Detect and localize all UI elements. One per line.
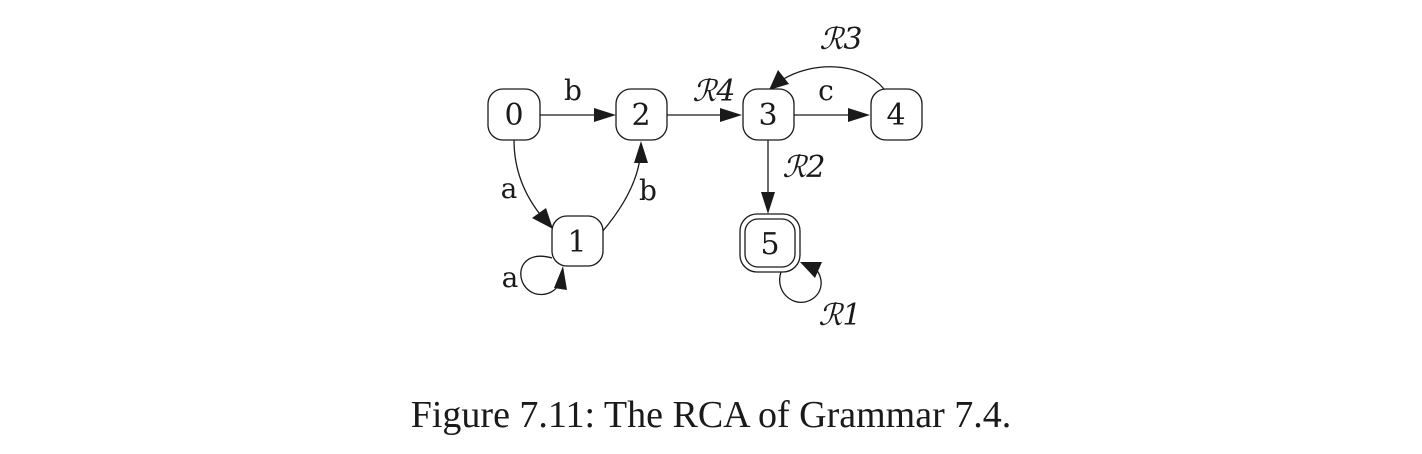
edge-2-3	[667, 108, 742, 122]
state-3: 3	[742, 88, 795, 141]
edge-label-1-1: a	[502, 261, 519, 294]
edge-label-2-3: ℛ4	[692, 74, 735, 109]
figure-caption: Figure 7.11: The RCA of Grammar 7.4.	[410, 394, 1012, 436]
edge-1-1-loop	[520, 255, 567, 296]
edge-label-3-4: c	[818, 74, 834, 107]
state-2: 2	[615, 88, 668, 141]
edge-label-3-5: ℛ2	[782, 150, 825, 185]
edge-label-1-2: b	[639, 174, 657, 207]
state-1: 1	[551, 215, 604, 267]
state-0-label: 0	[504, 98, 523, 133]
edge-1-2	[601, 141, 648, 233]
state-0: 0	[487, 88, 541, 141]
edge-5-5-loop	[779, 262, 822, 303]
state-5-label: 5	[760, 227, 779, 262]
edge-label-0-1: a	[501, 172, 518, 205]
state-1-label: 1	[567, 225, 586, 260]
edge-label-0-2: b	[564, 74, 582, 107]
state-3-label: 3	[758, 98, 777, 133]
edge-4-3	[769, 66, 885, 90]
state-4: 4	[870, 88, 923, 141]
edge-3-5	[761, 140, 775, 214]
edge-label-5-5: ℛ1	[818, 298, 861, 333]
state-5-accepting: 5	[739, 213, 801, 273]
edge-3-4	[794, 108, 870, 122]
edge-0-2	[540, 108, 616, 122]
edge-0-1	[513, 139, 553, 229]
edge-label-4-3: ℛ3	[819, 22, 862, 57]
state-2-label: 2	[631, 98, 650, 133]
state-4-label: 4	[886, 98, 905, 133]
